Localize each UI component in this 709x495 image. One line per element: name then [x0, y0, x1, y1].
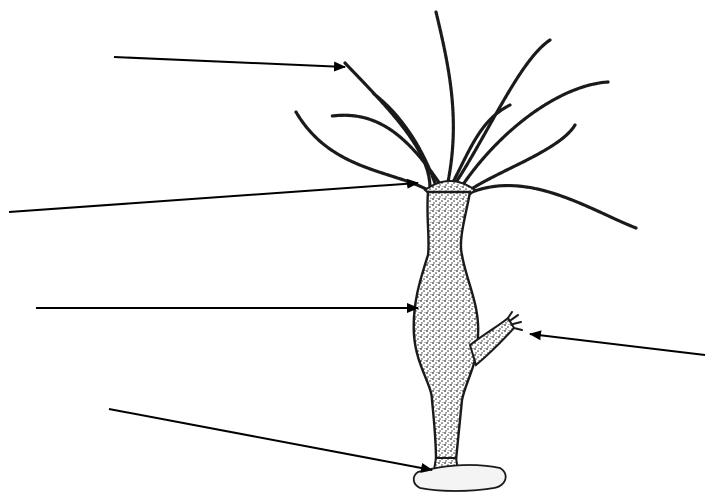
tentacle	[436, 12, 453, 182]
tentacle	[345, 63, 430, 188]
pointer-arrow-bud	[530, 334, 705, 355]
body-column	[414, 192, 479, 460]
pointer-arrow-mouth	[9, 183, 418, 212]
pointer-arrow-tentacle	[114, 57, 345, 67]
pointer-arrows	[9, 57, 705, 470]
tentacle	[472, 186, 636, 228]
tentacle	[296, 112, 428, 190]
pointer-arrow-basal-disc	[109, 409, 432, 470]
